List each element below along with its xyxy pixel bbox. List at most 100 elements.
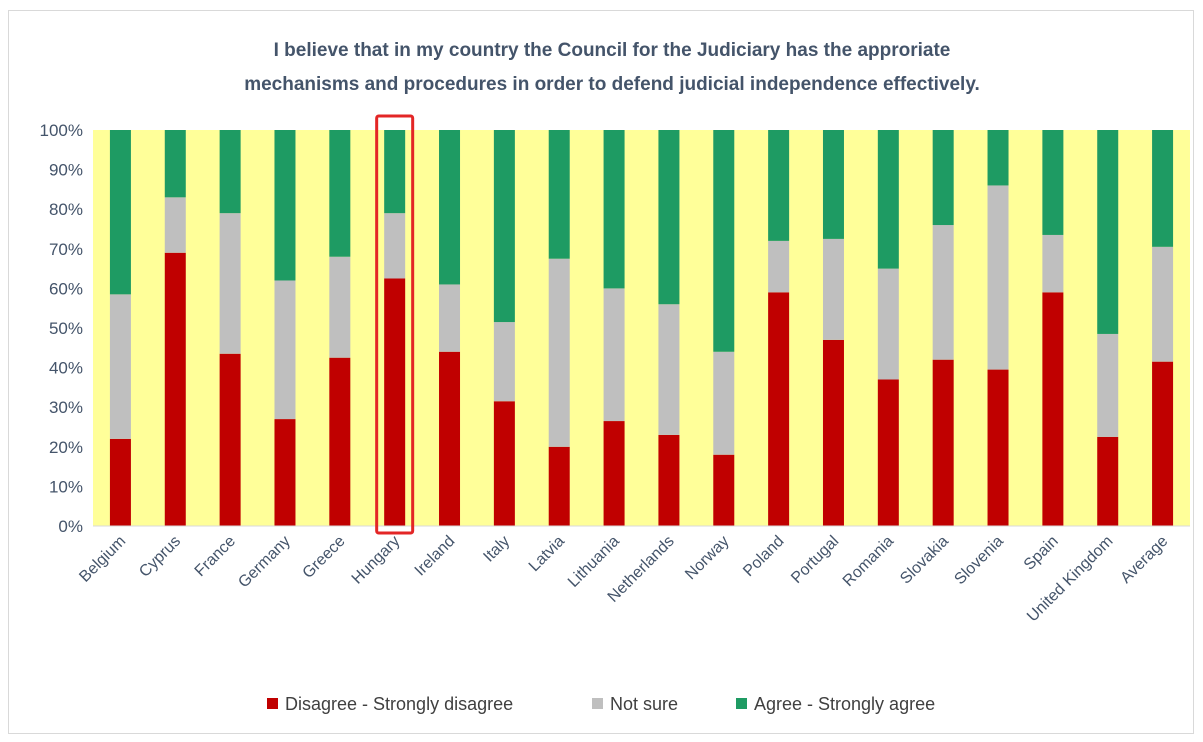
bar-ireland-disagree-strongly-disagree xyxy=(439,351,461,526)
bar-greece-not-sure xyxy=(329,256,351,358)
y-tick-label: 100% xyxy=(40,121,83,140)
chart-title-line-2: mechanisms and procedures in order to de… xyxy=(244,74,980,95)
bar-hungary-not-sure xyxy=(384,213,406,279)
bar-france-agree-strongly-agree xyxy=(219,130,241,214)
bar-poland-not-sure xyxy=(768,240,790,293)
bar-lithuania-disagree-strongly-disagree xyxy=(603,421,625,526)
bar-germany-disagree-strongly-disagree xyxy=(274,419,296,526)
bars-group xyxy=(109,130,1174,526)
bar-italy-agree-strongly-agree xyxy=(493,130,515,323)
stacked-bar-chart: I believe that in my country the Council… xyxy=(40,40,1190,714)
bar-average-disagree-strongly-disagree xyxy=(1152,361,1174,526)
legend-swatch-disagree-strongly-disagree xyxy=(267,698,278,709)
bar-united-kingdom-not-sure xyxy=(1097,333,1119,437)
chart-title-line-1: I believe that in my country the Council… xyxy=(274,40,951,61)
bar-france-disagree-strongly-disagree xyxy=(219,353,241,526)
bar-latvia-not-sure xyxy=(548,258,570,447)
bar-norway-not-sure xyxy=(713,351,735,455)
bar-slovenia-not-sure xyxy=(987,185,1009,370)
x-tick-label-lithuania: Lithuania xyxy=(565,533,623,591)
bar-slovakia-agree-strongly-agree xyxy=(932,130,954,226)
bar-hungary-disagree-strongly-disagree xyxy=(384,278,406,526)
bar-norway-disagree-strongly-disagree xyxy=(713,454,735,526)
y-tick-label: 90% xyxy=(49,161,83,180)
bar-greece-agree-strongly-agree xyxy=(329,130,351,257)
x-tick-label-romania: Romania xyxy=(840,533,897,590)
y-tick-label: 80% xyxy=(49,200,83,219)
bar-slovenia-agree-strongly-agree xyxy=(987,130,1009,186)
highlight-box-hungary xyxy=(375,114,415,535)
legend-label-disagree-strongly-disagree: Disagree - Strongly disagree xyxy=(285,694,513,714)
x-tick-label-slovenia: Slovenia xyxy=(951,533,1006,588)
bar-netherlands-agree-strongly-agree xyxy=(658,130,680,305)
bar-italy-not-sure xyxy=(493,322,515,402)
bar-poland-disagree-strongly-disagree xyxy=(768,292,790,526)
bar-average-agree-strongly-agree xyxy=(1152,130,1174,247)
bar-average-not-sure xyxy=(1152,246,1174,362)
bar-spain-agree-strongly-agree xyxy=(1042,130,1064,235)
bar-germany-agree-strongly-agree xyxy=(274,130,296,281)
bar-ireland-agree-strongly-agree xyxy=(439,130,461,285)
y-tick-label: 50% xyxy=(49,319,83,338)
bar-netherlands-not-sure xyxy=(658,304,680,435)
bar-france-not-sure xyxy=(219,213,241,354)
bar-latvia-agree-strongly-agree xyxy=(548,130,570,259)
bar-portugal-agree-strongly-agree xyxy=(822,130,844,239)
bar-spain-disagree-strongly-disagree xyxy=(1042,292,1064,526)
bar-slovakia-disagree-strongly-disagree xyxy=(932,359,954,526)
bar-norway-agree-strongly-agree xyxy=(713,130,735,352)
legend-swatch-not-sure xyxy=(592,698,603,709)
bar-united-kingdom-agree-strongly-agree xyxy=(1097,130,1119,334)
bar-poland-agree-strongly-agree xyxy=(768,130,790,241)
bar-hungary-agree-strongly-agree xyxy=(384,130,406,214)
x-tick-label-norway: Norway xyxy=(682,533,732,583)
y-tick-label: 60% xyxy=(49,279,83,298)
bar-belgium-not-sure xyxy=(109,294,131,439)
bar-romania-not-sure xyxy=(877,268,899,380)
chart-title: I believe that in my country the Council… xyxy=(244,40,980,95)
legend-label-not-sure: Not sure xyxy=(610,694,678,714)
y-tick-label: 70% xyxy=(49,240,83,259)
bar-latvia-disagree-strongly-disagree xyxy=(548,446,570,526)
bar-italy-disagree-strongly-disagree xyxy=(493,401,515,526)
legend: Disagree - Strongly disagree Not sure Agre… xyxy=(267,694,935,714)
x-tick-label-italy: Italy xyxy=(480,533,513,566)
bar-cyprus-disagree-strongly-disagree xyxy=(164,252,186,526)
bar-belgium-disagree-strongly-disagree xyxy=(109,438,131,526)
bar-greece-disagree-strongly-disagree xyxy=(329,357,351,526)
x-tick-label-portugal: Portugal xyxy=(788,533,842,587)
bar-united-kingdom-disagree-strongly-disagree xyxy=(1097,436,1119,526)
bar-spain-not-sure xyxy=(1042,234,1064,293)
x-tick-label-belgium: Belgium xyxy=(76,533,129,586)
plot-area xyxy=(93,130,1190,526)
bar-germany-not-sure xyxy=(274,280,296,420)
x-tick-label-spain: Spain xyxy=(1021,533,1062,574)
x-tick-label-slovakia: Slovakia xyxy=(897,533,952,588)
y-tick-label: 0% xyxy=(58,517,83,536)
bar-slovenia-disagree-strongly-disagree xyxy=(987,369,1009,526)
x-tick-label-germany: Germany xyxy=(235,533,294,592)
bar-lithuania-agree-strongly-agree xyxy=(603,130,625,289)
x-tick-label-hungary: Hungary xyxy=(349,533,404,588)
y-tick-label: 30% xyxy=(49,398,83,417)
bar-romania-agree-strongly-agree xyxy=(877,130,899,269)
x-tick-label-latvia: Latvia xyxy=(526,533,568,575)
bar-portugal-disagree-strongly-disagree xyxy=(822,339,844,526)
x-tick-label-average: Average xyxy=(1117,533,1171,587)
chart-frame: I believe that in my country the Council… xyxy=(8,10,1194,734)
bar-portugal-not-sure xyxy=(822,238,844,340)
x-tick-label-ireland: Ireland xyxy=(412,533,459,580)
x-tick-label-poland: Poland xyxy=(740,533,787,580)
bar-netherlands-disagree-strongly-disagree xyxy=(658,434,680,526)
bar-slovakia-not-sure xyxy=(932,225,954,360)
bar-cyprus-agree-strongly-agree xyxy=(164,130,186,198)
bar-belgium-agree-strongly-agree xyxy=(109,130,131,295)
y-tick-label: 10% xyxy=(49,477,83,496)
y-tick-label: 20% xyxy=(49,438,83,457)
x-tick-label-cyprus: Cyprus xyxy=(136,533,184,581)
y-axis: 0% 10% 20% 30% 40% 50% 60% 70% 80% 90% 100% xyxy=(40,121,83,536)
legend-swatch-agree-strongly-agree xyxy=(736,698,747,709)
legend-label-agree-strongly-agree: Agree - Strongly agree xyxy=(754,694,935,714)
y-tick-label: 40% xyxy=(49,359,83,378)
